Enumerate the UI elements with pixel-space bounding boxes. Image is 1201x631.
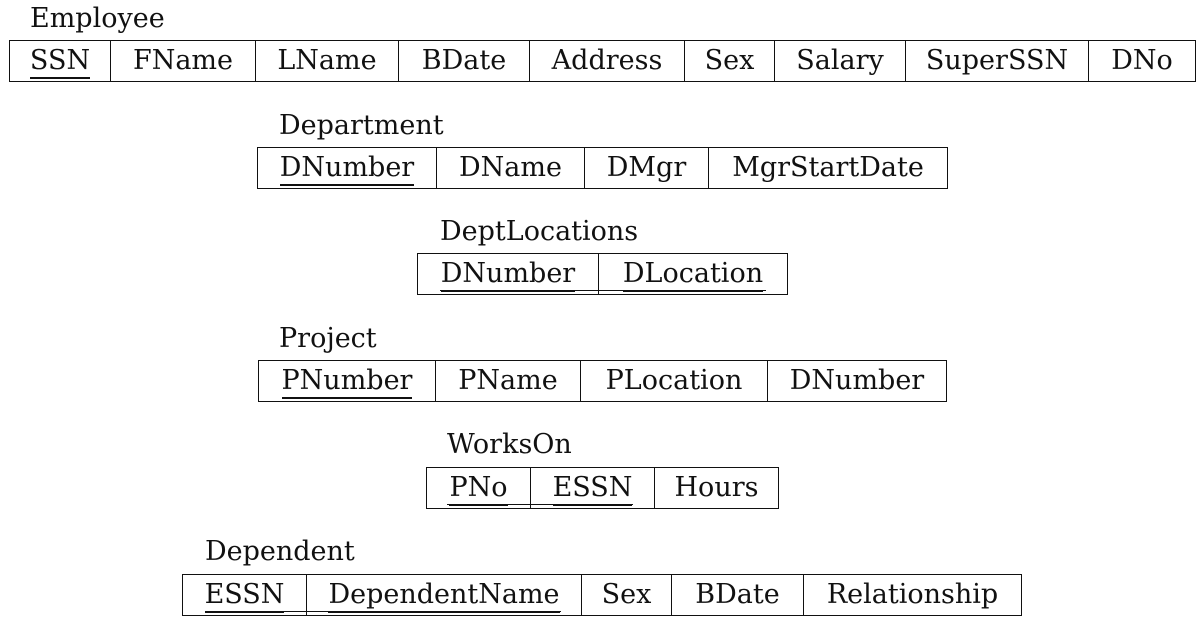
attribute-cell: PLocation — [581, 361, 768, 401]
attribute-cell: DependentName — [307, 575, 582, 615]
attribute-cell: DName — [437, 148, 585, 188]
relation-table: PNo ESSN Hours — [426, 467, 779, 509]
attribute-label: DNumber — [789, 364, 925, 396]
composite-key-underline — [440, 290, 766, 292]
attribute-label: PName — [458, 364, 558, 396]
attribute-label: SuperSSN — [925, 44, 1069, 76]
attribute-label: ESSN — [552, 471, 633, 506]
attribute-cell: MgrStartDate — [709, 148, 947, 188]
attribute-label: ESSN — [204, 578, 285, 613]
relation-name: Project — [279, 323, 377, 354]
attribute-cell: Sex — [582, 575, 672, 615]
relation-table: ESSN DependentName Sex BDate Relationshi… — [182, 574, 1022, 616]
attribute-label: BDate — [695, 578, 780, 610]
attribute-label: PNumber — [281, 364, 413, 399]
attribute-label: Sex — [601, 578, 652, 610]
attribute-cell: PNo — [427, 468, 531, 508]
relation-name: Department — [279, 110, 444, 141]
attribute-label: Sex — [704, 44, 755, 76]
attribute-label: Address — [551, 44, 663, 76]
attribute-label: PNo — [449, 471, 508, 506]
attribute-label: BDate — [421, 44, 507, 76]
attribute-label: MgrStartDate — [732, 151, 924, 183]
attribute-cell: ESSN — [183, 575, 307, 615]
attribute-label: DName — [459, 151, 562, 183]
attribute-label: DNumber — [279, 151, 415, 186]
attribute-cell: DNumber — [258, 148, 437, 188]
relation-table: DNumber DName DMgr MgrStartDate — [257, 147, 948, 189]
relation-table: PNumber PName PLocation DNumber — [258, 360, 947, 402]
relation-name: DeptLocations — [440, 216, 639, 247]
attribute-label: PLocation — [605, 364, 743, 396]
attribute-label: DNo — [1111, 44, 1173, 76]
attribute-cell: Hours — [655, 468, 778, 508]
attribute-label: Salary — [796, 44, 884, 76]
attribute-label: SSN — [29, 44, 91, 79]
relation-table: DNumber DLocation — [417, 253, 788, 295]
attribute-cell: DNumber — [768, 361, 946, 401]
attribute-cell: DNumber — [418, 254, 599, 294]
attribute-cell: SuperSSN — [906, 41, 1089, 81]
relation-name: Dependent — [205, 536, 355, 567]
attribute-cell: SSN — [10, 41, 111, 81]
attribute-cell: Address — [530, 41, 685, 81]
attribute-label: Hours — [674, 471, 759, 503]
attribute-cell: FName — [111, 41, 256, 81]
attribute-cell: PName — [436, 361, 581, 401]
relation-name: Employee — [30, 3, 165, 34]
attribute-cell: ESSN — [531, 468, 655, 508]
attribute-label: Relationship — [826, 578, 999, 610]
attribute-label: DLocation — [622, 257, 764, 292]
attribute-label: FName — [132, 44, 234, 76]
attribute-cell: Sex — [685, 41, 775, 81]
attribute-cell: LName — [256, 41, 399, 81]
attribute-cell: Salary — [775, 41, 906, 81]
attribute-label: DependentName — [328, 578, 560, 613]
attribute-cell: Relationship — [804, 575, 1021, 615]
composite-key-underline — [205, 611, 561, 613]
attribute-cell: DLocation — [599, 254, 787, 294]
attribute-cell: DMgr — [585, 148, 709, 188]
relation-table: SSN FName LName BDate Address Sex Salary… — [9, 40, 1196, 82]
attribute-cell: DNo — [1089, 41, 1195, 81]
attribute-cell: BDate — [672, 575, 804, 615]
attribute-label: DMgr — [606, 151, 687, 183]
attribute-label: LName — [277, 44, 377, 76]
relation-name: WorksOn — [447, 429, 572, 460]
attribute-cell: BDate — [399, 41, 530, 81]
attribute-label: DNumber — [440, 257, 576, 292]
composite-key-underline — [447, 504, 633, 506]
attribute-cell: PNumber — [259, 361, 436, 401]
